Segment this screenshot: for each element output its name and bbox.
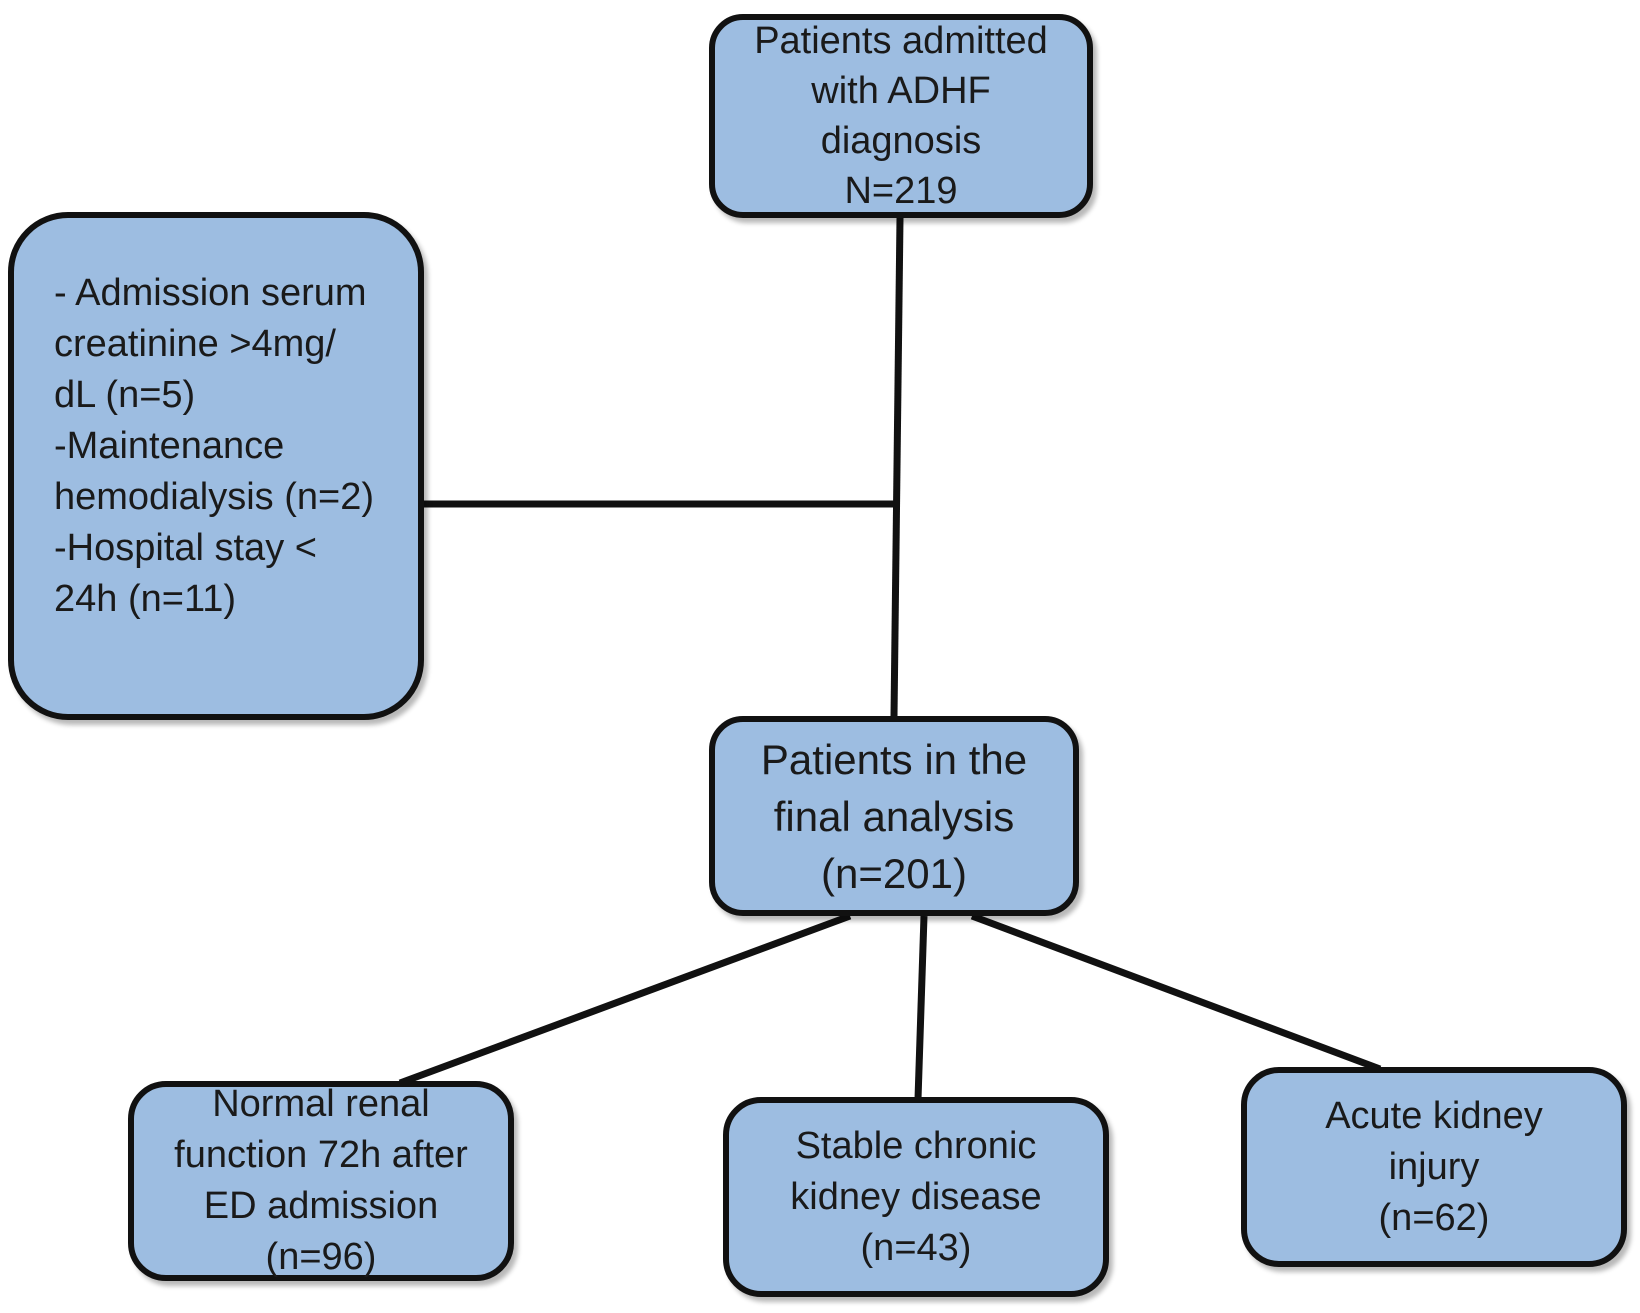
box-text-line: diagnosis <box>820 120 982 162</box>
final-analysis-box: Patients in the final analysis (n=201) <box>709 716 1079 916</box>
exclusion-line: -Maintenance <box>54 425 285 467</box>
box-text-line: injury <box>1388 1145 1480 1188</box>
box-text-line: Patients in the <box>760 735 1028 783</box>
acute-kidney-injury-box: Acute kidney injury (n=62) <box>1241 1067 1627 1267</box>
stable-ckd-box: Stable chronic kidney disease (n=43) <box>723 1097 1109 1297</box>
box-text-line: with ADHF <box>811 70 991 112</box>
admitted-patients-box: Patients admitted with ADHF diagnosis N=… <box>709 14 1093 218</box>
box-text-line: Stable chronic <box>795 1124 1037 1167</box>
exclusion-criteria-box: - Admission serum creatinine >4mg/ dL (n… <box>8 212 424 720</box>
normal-renal-function-box: Normal renal function 72h after ED admis… <box>128 1081 514 1281</box>
exclusion-line: 24h (n=11) <box>54 578 237 620</box>
box-text-line: (n=96) <box>265 1236 377 1278</box>
box-text-line: N=219 <box>844 170 958 212</box>
box-text-line: (n=62) <box>1378 1196 1490 1239</box>
box-text-line: (n=201) <box>821 849 967 897</box>
box-text-line: Patients admitted <box>754 20 1048 62</box>
box-text-line: kidney disease <box>790 1175 1042 1218</box>
exclusion-line: - Admission serum <box>54 272 367 314</box>
exclusion-line: -Hospital stay < <box>54 527 317 569</box>
exclusion-line: hemodialysis (n=2) <box>54 476 374 518</box>
exclusion-line: dL (n=5) <box>54 374 196 416</box>
connector-final-to-ckd <box>914 915 928 1100</box>
connector-final-to-normal <box>398 912 852 1087</box>
box-text-line: Acute kidney <box>1325 1094 1543 1137</box>
connector-final-to-aki <box>970 912 1382 1073</box>
box-text-line: function 72h after <box>174 1134 468 1176</box>
box-text-line: final analysis <box>773 792 1015 840</box>
connector-top-to-final <box>890 217 904 717</box>
box-text-line: (n=43) <box>860 1226 972 1269</box>
exclusion-line: creatinine >4mg/ <box>54 323 336 365</box>
box-text-line: Normal renal <box>212 1083 430 1125</box>
box-text-line: ED admission <box>203 1185 439 1227</box>
